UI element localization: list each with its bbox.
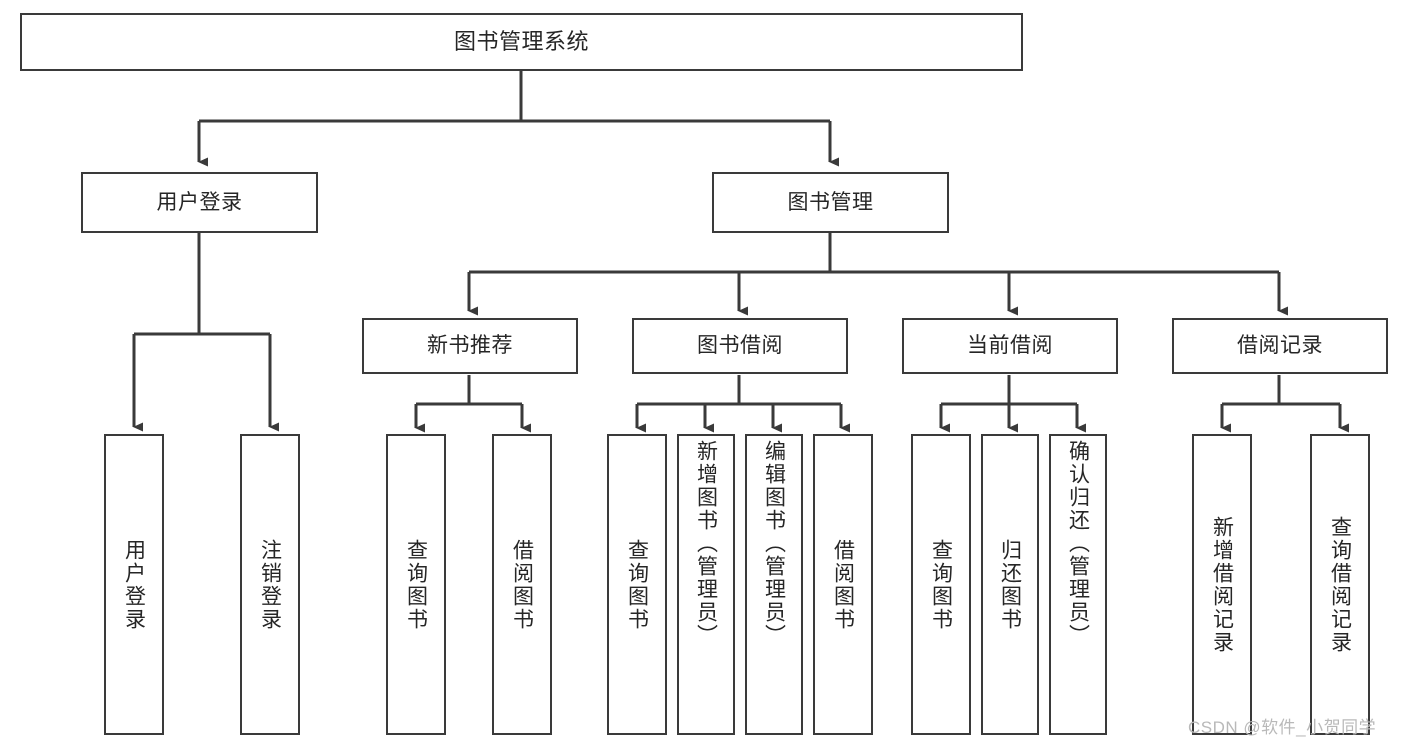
node-leaf-user-logout[interactable]: 注销登录 [240, 434, 300, 735]
node-new-book-recommend[interactable]: 新书推荐 [362, 318, 578, 374]
node-book-borrow-label: 图书借阅 [697, 334, 783, 358]
node-leaf-user-login-label: 用户登录 [122, 538, 146, 631]
node-root-label: 图书管理系统 [453, 28, 589, 54]
node-leaf-add-record[interactable]: 新增借阅记录 [1192, 434, 1252, 735]
node-leaf-user-login[interactable]: 用户登录 [104, 434, 164, 735]
node-leaf-query-book-1[interactable]: 查询图书 [386, 434, 446, 735]
node-leaf-query-book-3[interactable]: 查询图书 [911, 434, 971, 735]
node-leaf-confirm-return[interactable]: 确认归还（管理员） [1049, 434, 1107, 735]
node-borrow-record[interactable]: 借阅记录 [1172, 318, 1388, 374]
node-current-borrow[interactable]: 当前借阅 [902, 318, 1118, 374]
node-book-manage-label: 图书管理 [787, 190, 874, 214]
node-leaf-borrow-book-1[interactable]: 借阅图书 [492, 434, 552, 735]
node-user-login[interactable]: 用户登录 [81, 172, 318, 233]
node-leaf-query-book-2-label: 查询图书 [625, 538, 649, 631]
node-leaf-add-record-label: 新增借阅记录 [1210, 515, 1234, 654]
node-leaf-borrow-book-1-label: 借阅图书 [510, 538, 534, 631]
node-leaf-add-book-label: 新增图书（管理员） [694, 440, 718, 647]
node-leaf-query-record-label: 查询借阅记录 [1328, 515, 1352, 654]
node-leaf-add-book[interactable]: 新增图书（管理员） [677, 434, 735, 735]
node-leaf-return-book-label: 归还图书 [998, 538, 1022, 631]
node-leaf-confirm-return-label: 确认归还（管理员） [1066, 440, 1090, 647]
node-leaf-user-logout-label: 注销登录 [258, 538, 282, 631]
node-leaf-query-book-3-label: 查询图书 [929, 538, 953, 631]
node-borrow-record-label: 借阅记录 [1237, 334, 1323, 358]
node-leaf-edit-book-label: 编辑图书（管理员） [762, 440, 786, 647]
node-leaf-query-book-1-label: 查询图书 [404, 538, 428, 631]
node-leaf-query-book-2[interactable]: 查询图书 [607, 434, 667, 735]
node-new-book-recommend-label: 新书推荐 [427, 334, 513, 358]
csdn-watermark: CSDN @软件_小贺同学 [1188, 718, 1377, 737]
node-leaf-borrow-book-2-label: 借阅图书 [831, 538, 855, 631]
node-user-login-label: 用户登录 [156, 190, 243, 214]
node-leaf-query-record[interactable]: 查询借阅记录 [1310, 434, 1370, 735]
node-book-borrow[interactable]: 图书借阅 [632, 318, 848, 374]
node-leaf-edit-book[interactable]: 编辑图书（管理员） [745, 434, 803, 735]
node-leaf-return-book[interactable]: 归还图书 [981, 434, 1039, 735]
node-current-borrow-label: 当前借阅 [967, 334, 1053, 358]
node-leaf-borrow-book-2[interactable]: 借阅图书 [813, 434, 873, 735]
node-book-manage[interactable]: 图书管理 [712, 172, 949, 233]
node-root[interactable]: 图书管理系统 [20, 13, 1023, 71]
